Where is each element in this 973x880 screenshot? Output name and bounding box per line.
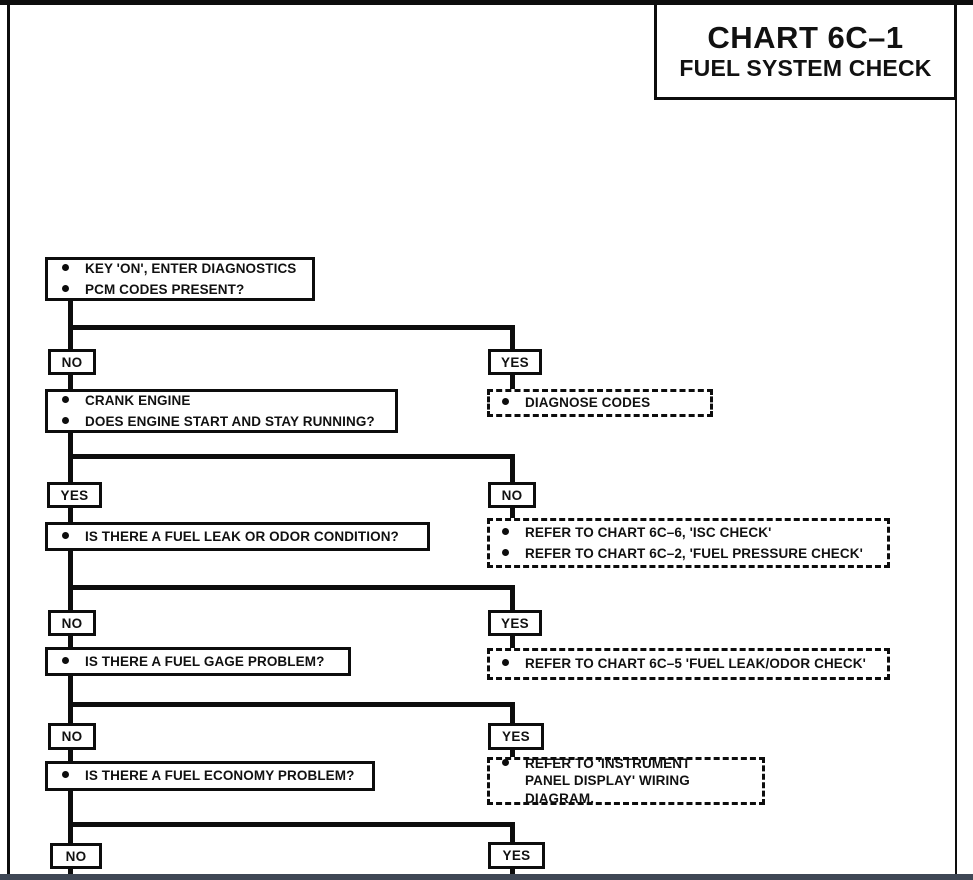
page-border-right [955,0,957,880]
page-border-top [0,0,973,5]
connector-line [510,325,515,349]
step-text: IS THERE A FUEL LEAK OR ODOR CONDITION? [85,528,399,544]
action-text: REFER TO 'INSTRUMENT PANEL DISPLAY' WIRI… [525,755,691,806]
connector-line [510,749,515,759]
action-box-diagnose-codes: DIAGNOSE CODES [487,389,713,417]
step-text: CRANK ENGINE [85,392,191,408]
connector-line [68,585,515,590]
bullet-icon [62,263,69,271]
connector-line [68,300,73,349]
connector-line [510,702,515,724]
step-text: IS THERE A FUEL GAGE PROBLEM? [85,653,325,669]
connector-line [510,868,515,874]
bullet-icon [62,656,69,664]
connector-line [68,702,515,707]
step-box-crank-engine: CRANK ENGINE DOES ENGINE START AND STAY … [45,389,398,433]
connector-line [68,373,73,391]
connector-line [510,635,515,650]
chart-subtitle: FUEL SYSTEM CHECK [679,55,932,81]
bullet-icon [502,398,509,406]
step-box-fuel-gage: IS THERE A FUEL GAGE PROBLEM? [45,647,351,676]
connector-line [68,549,73,611]
decision-no-4: NO [48,723,96,750]
page-bottom-bar [0,874,973,880]
connector-line [510,507,515,520]
bullet-icon [502,659,509,667]
bullet-icon [502,527,509,535]
connector-line [68,822,515,827]
chart-title: CHART 6C–1 [707,20,904,55]
step-text: KEY 'ON', ENTER DIAGNOSTICS [85,260,297,276]
action-text: DIAGNOSE CODES [525,395,651,411]
decision-no-3: NO [48,610,96,636]
step-box-fuel-leak-odor: IS THERE A FUEL LEAK OR ODOR CONDITION? [45,522,430,551]
connector-line [68,325,515,330]
decision-yes-3: YES [488,610,542,636]
action-box-refer-fuel-leak-odor: REFER TO CHART 6C–5 'FUEL LEAK/ODOR CHEC… [487,648,890,680]
connector-line [68,749,73,762]
bullet-icon [62,395,69,403]
decision-yes-2: YES [47,482,102,508]
action-box-refer-instrument-panel: REFER TO 'INSTRUMENT PANEL DISPLAY' WIRI… [487,755,765,806]
bullet-icon [62,284,69,292]
step-box-fuel-economy: IS THERE A FUEL ECONOMY PROBLEM? [45,761,375,791]
decision-yes-1: YES [488,349,542,375]
step-text: DOES ENGINE START AND STAY RUNNING? [85,413,375,429]
action-text: REFER TO CHART 6C–5 'FUEL LEAK/ODOR CHEC… [525,656,866,672]
bullet-icon [62,416,69,424]
connector-line [68,789,73,844]
connector-line [68,868,73,874]
bullet-icon [502,548,509,556]
connector-line [510,585,515,611]
bullet-icon [62,771,69,779]
connector-line [68,507,73,523]
decision-yes-4: YES [488,723,544,750]
action-text: REFER TO CHART 6C–6, 'ISC CHECK' [525,524,772,540]
decision-no-1: NO [48,349,96,375]
connector-line [68,675,73,724]
chart-title-box: CHART 6C–1 FUEL SYSTEM CHECK [654,2,957,100]
step-text: PCM CODES PRESENT? [85,281,245,297]
decision-yes-5: YES [488,842,545,869]
bullet-icon [62,531,69,539]
connector-line [510,454,515,482]
action-text: REFER TO CHART 6C–2, 'FUEL PRESSURE CHEC… [525,545,863,561]
connector-line [68,454,515,459]
step-box-key-on: KEY 'ON', ENTER DIAGNOSTICS PCM CODES PR… [45,257,315,301]
connector-line [510,822,515,844]
decision-no-2: NO [488,482,536,508]
step-text: IS THERE A FUEL ECONOMY PROBLEM? [85,768,355,784]
decision-no-5: NO [50,843,102,869]
page-border-left [7,0,10,880]
connector-line [510,373,515,391]
action-box-refer-isc-fuel-pressure: REFER TO CHART 6C–6, 'ISC CHECK' REFER T… [487,518,890,568]
connector-line [68,635,73,649]
bullet-icon [502,758,509,766]
